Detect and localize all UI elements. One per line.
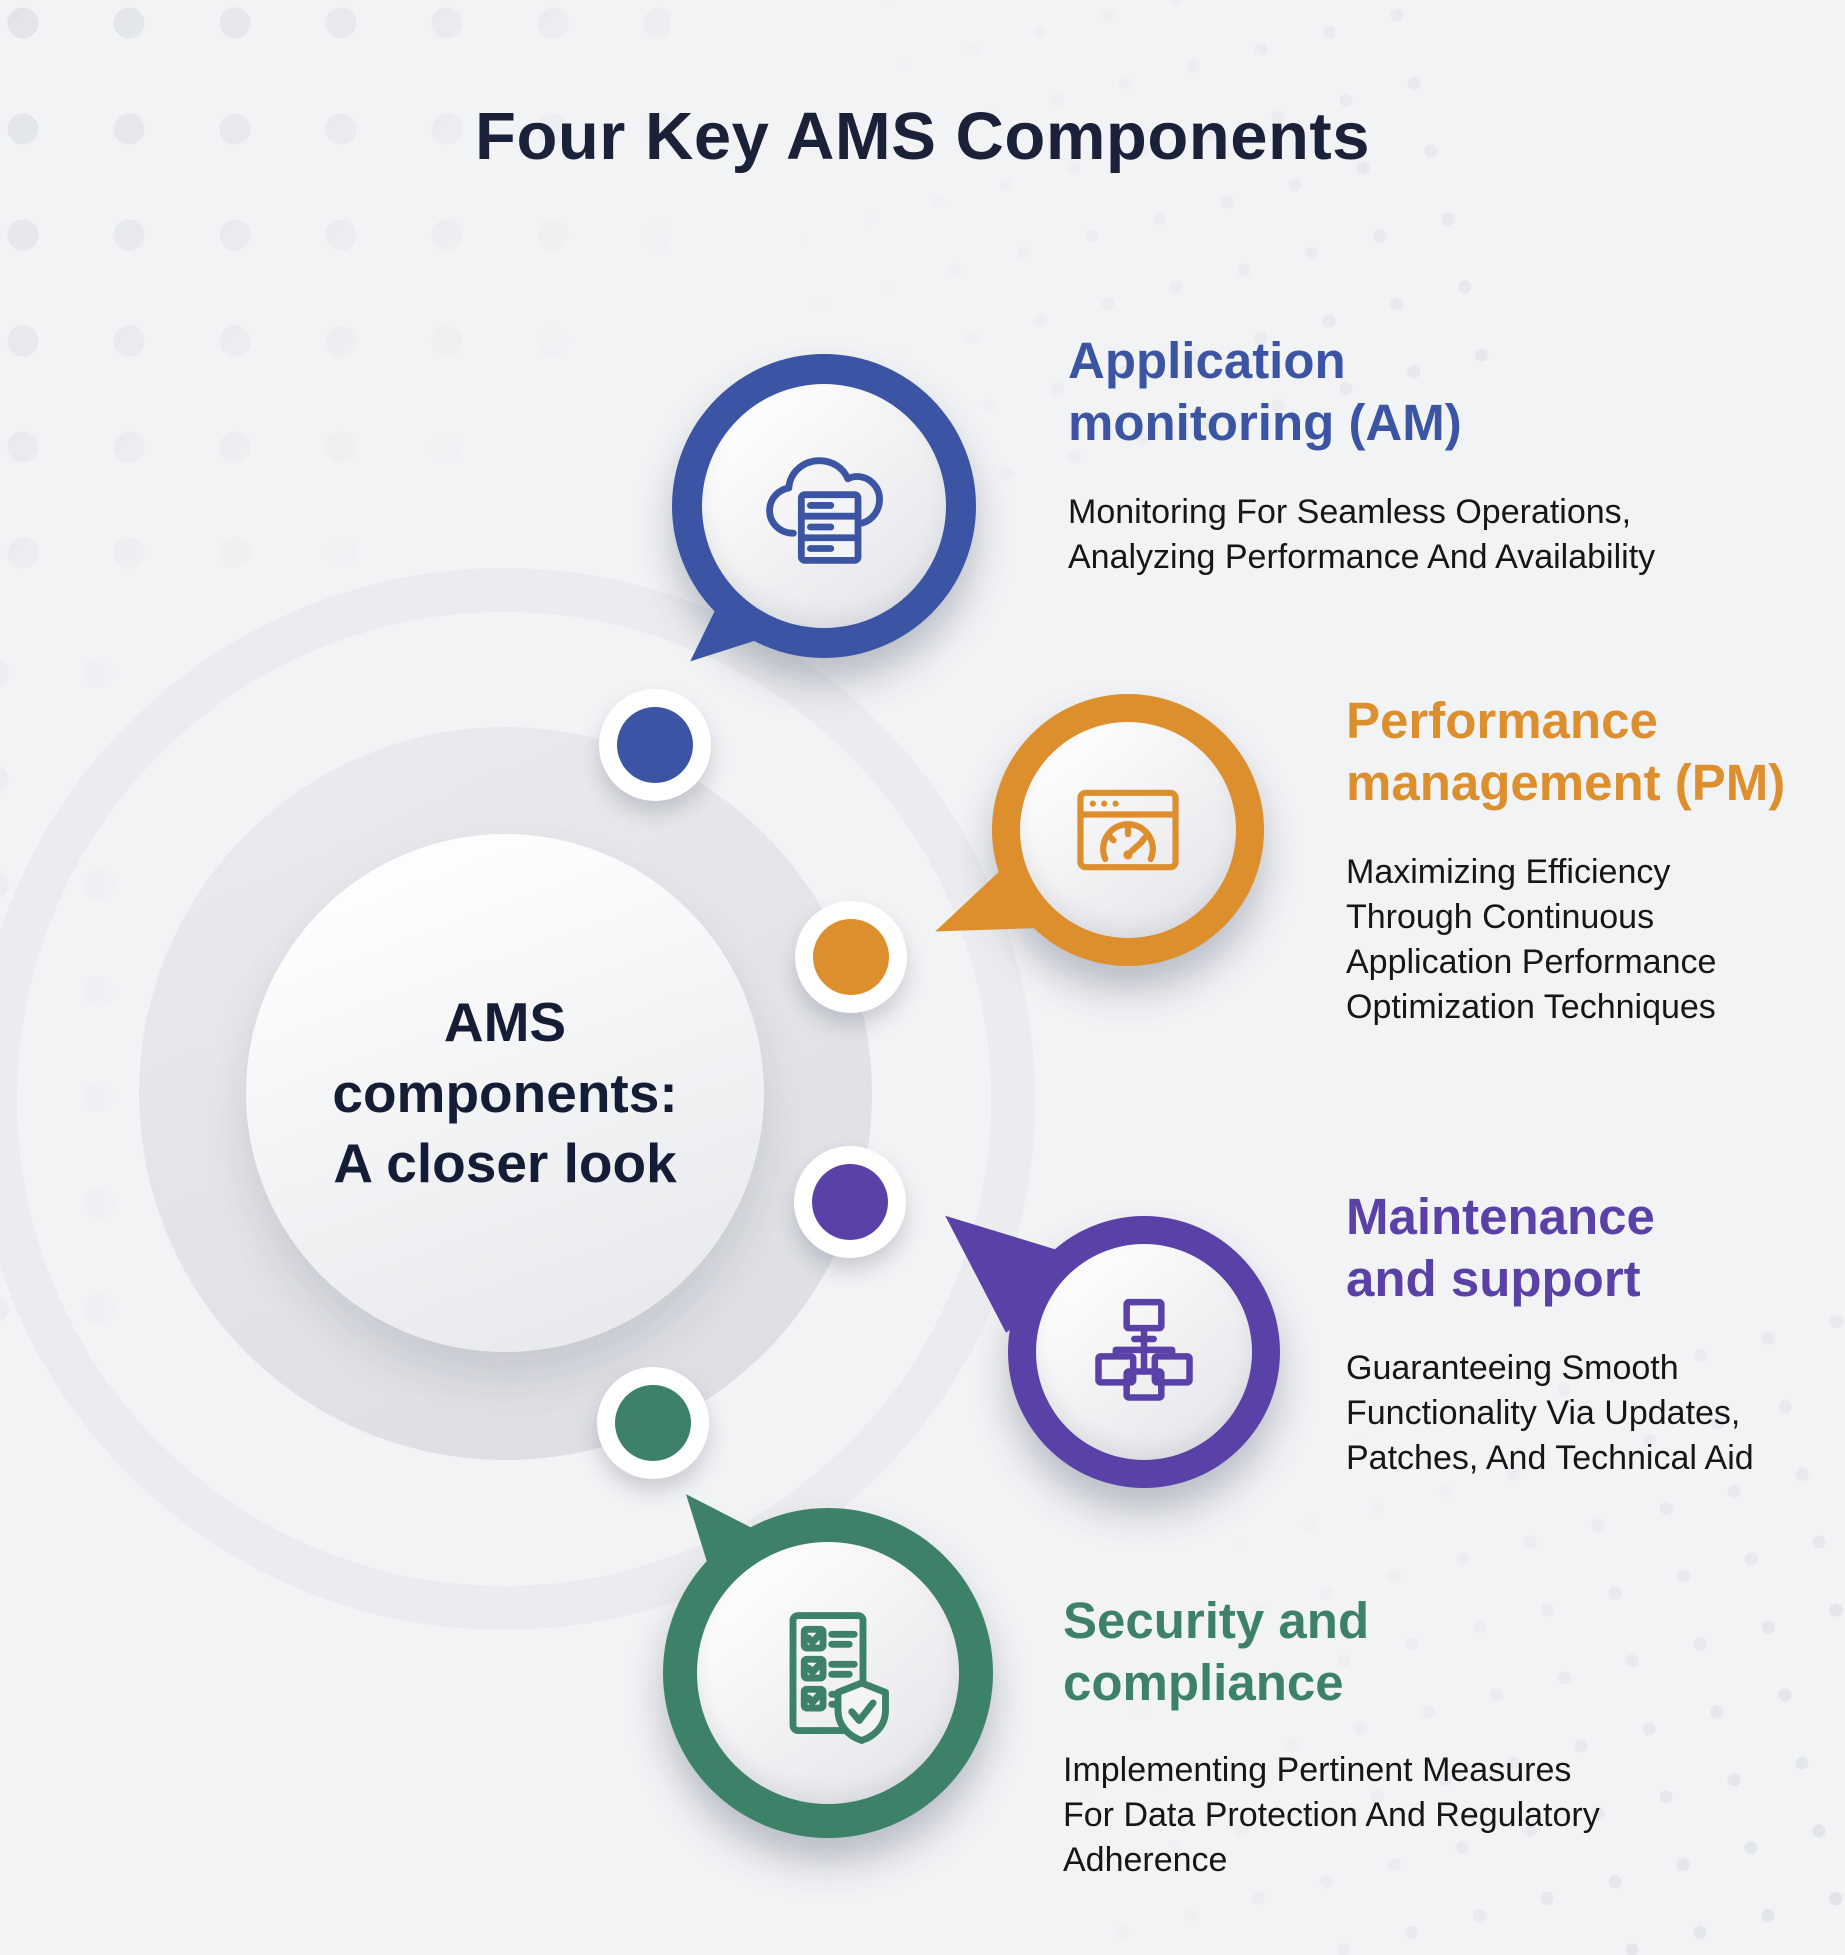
bubble-maintenance-support <box>945 1215 1280 1488</box>
body-performance-management: Maximizing Efficiency Through Continuous… <box>1346 853 1717 1026</box>
connector-dot-maintenance-support <box>794 1146 906 1258</box>
bubble-application-monitoring <box>672 354 976 662</box>
connector-dot-performance-management <box>795 901 907 1013</box>
center-circle: AMS components: A closer look <box>246 834 764 1352</box>
connector-pip <box>813 919 889 995</box>
connector-pip <box>615 1385 691 1461</box>
connector-dot-security-compliance <box>597 1367 709 1479</box>
halftone-top-left <box>0 0 670 590</box>
heading-maintenance-support: Maintenance and support <box>1346 1188 1655 1308</box>
heading-performance-management: Performance management (PM) <box>1346 692 1786 812</box>
center-label: AMS components: A closer look <box>332 991 678 1195</box>
sitemap-icon <box>1095 1298 1193 1401</box>
checklist-shield-icon <box>789 1612 889 1744</box>
browser-gauge-icon <box>1077 789 1179 871</box>
heading-application-monitoring: Application monitoring (AM) <box>1068 332 1462 452</box>
bubble-security-compliance <box>663 1494 993 1838</box>
page-title: Four Key AMS Components <box>475 99 1370 174</box>
connector-dot-application-monitoring <box>599 689 711 801</box>
cloud-server-icon <box>766 457 883 564</box>
body-application-monitoring: Monitoring For Seamless Operations, Anal… <box>1068 493 1656 576</box>
connector-pip <box>812 1164 888 1240</box>
heading-security-compliance: Security and compliance <box>1063 1592 1370 1712</box>
body-security-compliance: Implementing Pertinent Measures For Data… <box>1063 1751 1600 1879</box>
body-maintenance-support: Guaranteeing Smooth Functionality Via Up… <box>1346 1349 1754 1477</box>
bubble-performance-management <box>935 694 1264 966</box>
connector-pip <box>617 707 693 783</box>
